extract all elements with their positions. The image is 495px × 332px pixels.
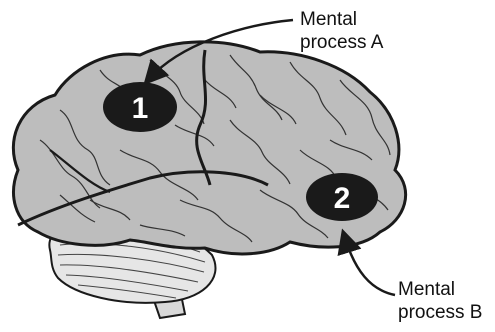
svg-text:1: 1 [132,92,149,125]
label-a-line1: Mental [300,8,383,31]
label-mental-process-a: Mental process A [300,8,383,54]
label-b-line2: process B [398,301,482,324]
svg-text:2: 2 [334,182,351,215]
label-mental-process-b: Mental process B [398,278,482,324]
arrow-to-marker-2 [345,238,395,295]
cerebrum [13,42,405,254]
label-b-line1: Mental [398,278,482,301]
marker-2: 2 [306,173,378,221]
marker-1: 1 [103,82,177,132]
label-a-line2: process A [300,31,383,54]
